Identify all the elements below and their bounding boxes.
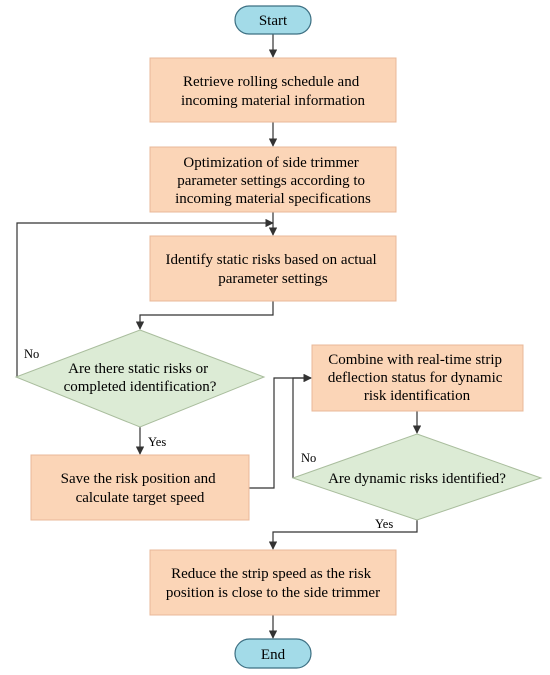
retrieve-process-box: [149, 57, 397, 123]
reduce-process-box: [149, 549, 397, 616]
save-risk-label: Save the risk position and calculate tar…: [61, 471, 220, 506]
identify-static-label: Identify static risks based on actual pa…: [166, 252, 381, 287]
node-save-risk: Save the risk position and calculate tar…: [30, 454, 250, 521]
combine-label: Combine with real-time strip deflection …: [328, 352, 506, 404]
optimize-process-box: [149, 146, 397, 213]
edge-label-dynamic-no: No: [301, 451, 316, 465]
node-end: End: [234, 638, 312, 669]
node-decision-dynamic: Are dynamic risks identified?: [291, 433, 543, 521]
start-label: Start: [259, 13, 288, 29]
end-label: End: [261, 647, 286, 663]
node-reduce: Reduce the strip speed as the risk posit…: [149, 549, 397, 616]
start-terminal-shape: [234, 5, 312, 35]
edge-label-dynamic-yes: Yes: [375, 517, 393, 531]
reduce-label: Reduce the strip speed as the risk posit…: [166, 566, 380, 601]
optimize-label: Optimization of side trimmer parameter s…: [175, 155, 371, 207]
edge-decision-dynamic-yes: [268, 520, 418, 550]
decision-dynamic-diamond: [291, 433, 543, 521]
combine-process-box: [311, 344, 524, 412]
node-start: Start: [234, 5, 312, 35]
decision-dynamic-label: Are dynamic risks identified?: [328, 471, 506, 487]
save-risk-process-box: [30, 454, 250, 521]
edge-save-combine: [249, 373, 312, 489]
node-optimize: Optimization of side trimmer parameter s…: [149, 146, 397, 213]
node-combine: Combine with real-time strip deflection …: [311, 344, 524, 412]
end-terminal-shape: [234, 638, 312, 669]
edge-identify-decision-static: [135, 301, 274, 330]
edge-decision-dynamic-no-loop: [292, 373, 312, 478]
edge-decision-static-no-loop: [16, 218, 274, 377]
decision-static-diamond: [14, 329, 266, 428]
edges: [16, 34, 422, 639]
edge-label-static-no: No: [24, 347, 39, 361]
node-decision-static: Are there static risks or completed iden…: [14, 329, 266, 428]
identify-static-process-box: [149, 235, 397, 302]
retrieve-label: Retrieve rolling schedule and incoming m…: [181, 74, 366, 109]
node-identify-static: Identify static risks based on actual pa…: [149, 235, 397, 302]
decision-static-label: Are there static risks or completed iden…: [64, 361, 217, 395]
node-retrieve: Retrieve rolling schedule and incoming m…: [149, 57, 397, 123]
edge-label-static-yes: Yes: [148, 435, 166, 449]
